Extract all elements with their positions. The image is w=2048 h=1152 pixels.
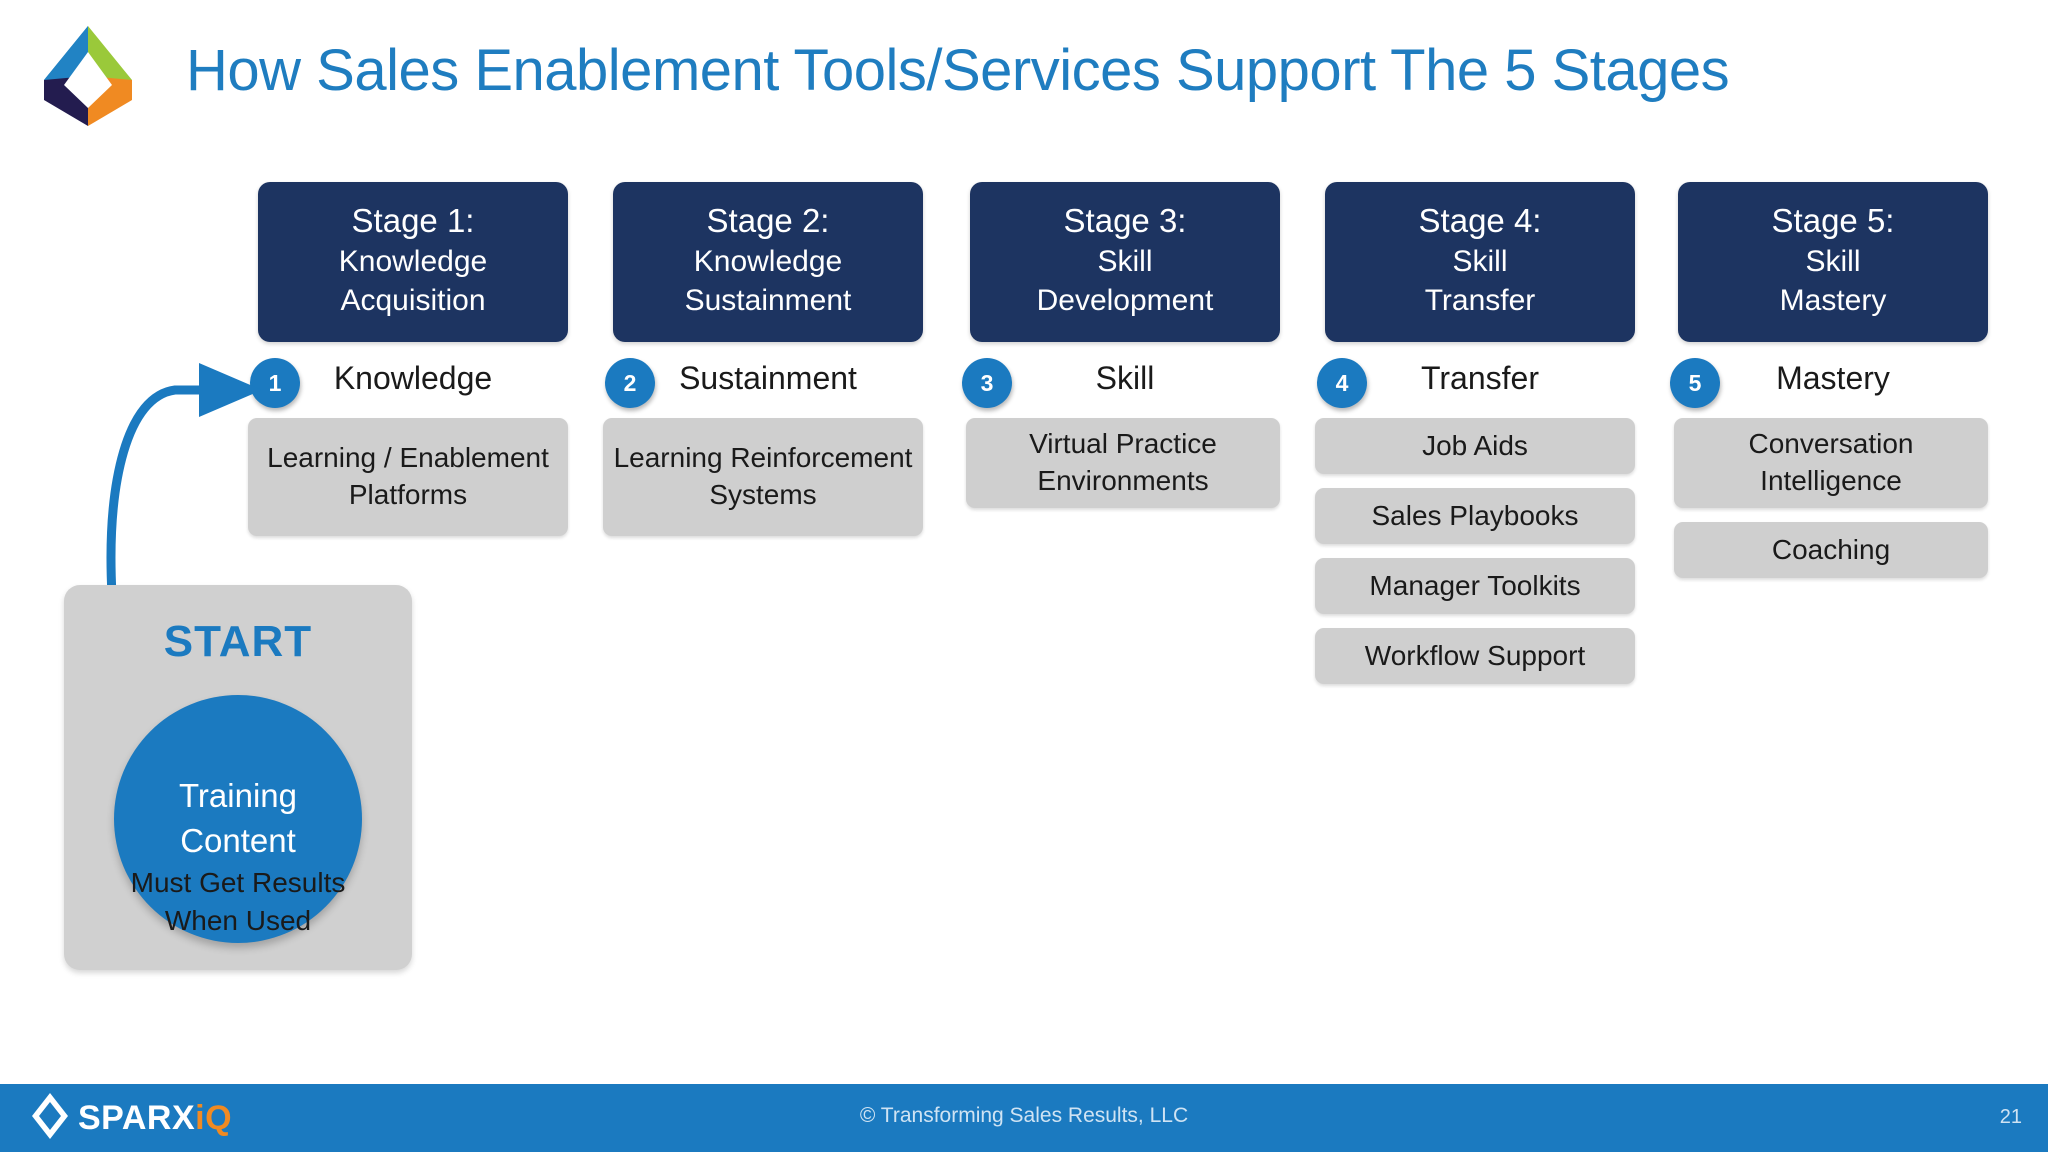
stage-header-line-3: Acquisition	[340, 284, 486, 318]
stage-number-badge-3[interactable]: 3	[962, 358, 1012, 408]
sparxiq-diamond-icon	[30, 1092, 70, 1145]
stage-header-line-2: Knowledge	[338, 245, 488, 279]
stage-number-row-2: 2 Sustainment	[605, 352, 923, 414]
stage-short-label-4: Transfer	[1421, 360, 1539, 396]
slide-footer: SPARXiQ © Transforming Sales Results, LL…	[0, 1084, 2048, 1152]
training-circle-line-2: Content	[180, 822, 296, 859]
list-item[interactable]: Job Aids	[1315, 418, 1635, 474]
stage-header-line-1: Stage 4:	[1418, 202, 1542, 239]
stage-header-line-1: Stage 1:	[351, 202, 475, 239]
footer-brand: SPARXiQ	[30, 1092, 232, 1145]
stage-header-line-2: Skill	[1452, 245, 1508, 279]
list-item[interactable]: Learning / Enablement Platforms	[248, 418, 568, 536]
stage-number-row-4: 4 Transfer	[1317, 352, 1635, 414]
list-item[interactable]: Learning Reinforcement Systems	[603, 418, 923, 536]
stage-header-line-2: Knowledge	[693, 245, 843, 279]
sparxiq-diamond-logo-icon	[38, 22, 138, 130]
stage-header-5[interactable]: Stage 5: Skill Mastery	[1678, 182, 1988, 342]
list-item[interactable]: Sales Playbooks	[1315, 488, 1635, 544]
stage-items-4: Job Aids Sales Playbooks Manager Toolkit…	[1315, 418, 1635, 684]
stage-header-line-3: Sustainment	[684, 284, 852, 318]
stage-number-badge-5[interactable]: 5	[1670, 358, 1720, 408]
training-content-circle[interactable]: Training Content	[114, 695, 362, 943]
start-to-stage1-arrow-icon	[80, 360, 300, 620]
stage-items-2: Learning Reinforcement Systems	[603, 418, 923, 536]
stage-short-label-5: Mastery	[1776, 360, 1890, 396]
stage-items-3: Virtual Practice Environments	[966, 418, 1280, 508]
footer-wordmark-accent: iQ	[195, 1098, 233, 1137]
stage-header-line-3: Mastery	[1779, 284, 1887, 318]
list-item[interactable]: Workflow Support	[1315, 628, 1635, 684]
stage-header-line-2: Skill	[1805, 245, 1861, 279]
start-label: START	[163, 617, 313, 666]
footer-copyright: © Transforming Sales Results, LLC	[859, 1104, 1189, 1127]
page-title: How Sales Enablement Tools/Services Supp…	[186, 38, 1730, 103]
list-item[interactable]: Coaching	[1674, 522, 1988, 578]
footer-wordmark: SPARXiQ	[78, 1099, 232, 1138]
stage-column-3: Stage 3: Skill Development 3 Skill Virtu…	[962, 182, 1280, 520]
footer-wordmark-main: SPARX	[78, 1098, 196, 1137]
stage-header-1[interactable]: Stage 1: Knowledge Acquisition	[258, 182, 568, 342]
stage-items-5: Conversation Intelligence Coaching	[1674, 418, 1988, 578]
list-item[interactable]: Virtual Practice Environments	[966, 418, 1280, 508]
stage-number-badge-2[interactable]: 2	[605, 358, 655, 408]
stage-short-label-1: Knowledge	[333, 360, 493, 396]
stage-header-line-2: Skill	[1097, 245, 1153, 279]
stage-header-4[interactable]: Stage 4: Skill Transfer	[1325, 182, 1635, 342]
stage-number-badge-4[interactable]: 4	[1317, 358, 1367, 408]
stage-number-row-5: 5 Mastery	[1670, 352, 1988, 414]
start-caption-line-1: Must Get Results	[130, 867, 346, 899]
training-circle-line-1: Training	[179, 777, 297, 815]
stage-short-label-2: Sustainment	[679, 360, 857, 396]
stages-area: Stage 1: Knowledge Acquisition 1 Knowled…	[248, 182, 1988, 696]
slide-header: How Sales Enablement Tools/Services Supp…	[0, 0, 2048, 150]
footer-page-number: 21	[1999, 1106, 2022, 1128]
stage-header-3[interactable]: Stage 3: Skill Development	[970, 182, 1280, 342]
stage-items-1: Learning / Enablement Platforms	[248, 418, 568, 536]
list-item[interactable]: Manager Toolkits	[1315, 558, 1635, 614]
stage-column-5: Stage 5: Skill Mastery 5 Mastery Convers…	[1670, 182, 1988, 590]
stage-column-4: Stage 4: Skill Transfer 4 Transfer Job A…	[1315, 182, 1635, 696]
stage-short-label-3: Skill	[1095, 360, 1155, 396]
stage-header-2[interactable]: Stage 2: Knowledge Sustainment	[613, 182, 923, 342]
list-item[interactable]: Conversation Intelligence	[1674, 418, 1988, 508]
stage-number-row-3: 3 Skill	[962, 352, 1280, 414]
start-caption-line-2: When Used	[164, 905, 312, 937]
start-panel: START Training Content Must Get Results …	[64, 585, 412, 970]
stage-header-line-3: Transfer	[1424, 284, 1536, 318]
stage-header-line-1: Stage 5:	[1771, 202, 1895, 239]
stage-header-line-1: Stage 2:	[706, 202, 830, 239]
start-caption: Must Get Results When Used	[64, 864, 412, 940]
stage-column-2: Stage 2: Knowledge Sustainment 2 Sustain…	[603, 182, 923, 548]
stage-header-line-1: Stage 3:	[1063, 202, 1187, 239]
stage-header-line-3: Development	[1036, 284, 1214, 318]
